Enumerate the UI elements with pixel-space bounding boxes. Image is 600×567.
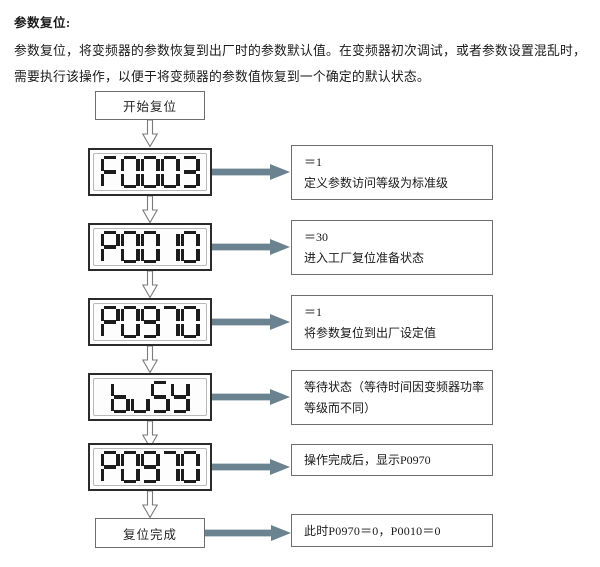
flow-node-display-3 <box>88 298 212 346</box>
document-heading: 参数复位: <box>14 16 71 30</box>
seven-segment-digit <box>140 156 160 188</box>
seven-segment-digit <box>170 381 190 413</box>
flow-note-4-text: 等待状态（等待时间因变频器功率 <box>304 380 485 394</box>
flow-node-start: 开始复位 <box>95 91 205 120</box>
seven-segment-digit <box>180 451 200 483</box>
seven-segment-digit <box>140 306 160 338</box>
flow-node-display-1 <box>88 148 212 196</box>
flow-arrow-right-1 <box>212 164 290 180</box>
seven-segment-digit <box>110 381 130 413</box>
seven-segment-digit <box>130 381 150 413</box>
seven-segment-digit <box>160 156 180 188</box>
flow-arrow-down-5 <box>142 421 158 449</box>
seven-segment-digit <box>120 156 140 188</box>
flow-node-end: 复位完成 <box>95 518 205 548</box>
lcd-screen-2 <box>93 228 207 266</box>
flow-arrow-down-1 <box>142 120 158 148</box>
flow-note-3-value: ＝1 <box>304 305 323 319</box>
document-paragraph: 参数复位，将变频器的参数恢复到出厂时的参数默认值。在变频器初次调试，或者参数设置… <box>14 44 586 84</box>
flow-note-2: ＝30 进入工厂复位准备状态 <box>291 220 493 275</box>
seven-segment-digit <box>120 306 140 338</box>
flow-note-4-text-2: 等级而不同） <box>304 401 377 415</box>
lcd-screen-1 <box>93 153 207 191</box>
seven-segment-digit <box>100 451 120 483</box>
flow-note-2-text: 进入工厂复位准备状态 <box>304 251 425 265</box>
flow-arrow-down-4 <box>142 346 158 374</box>
flow-arrow-right-4 <box>212 389 290 405</box>
flow-arrow-down-3 <box>142 271 158 299</box>
flow-note-3: ＝1 将参数复位到出厂设定值 <box>291 295 493 350</box>
seven-segment-digit <box>181 156 200 188</box>
seven-segment-digit <box>120 451 140 483</box>
flow-note-1-text: 定义参数访问等级为标准级 <box>304 176 449 190</box>
flow-note-1-value: ＝1 <box>304 155 323 169</box>
seven-segment-digit <box>180 231 200 263</box>
flow-arrow-right-5 <box>212 459 290 475</box>
lcd-screen-5 <box>93 448 207 486</box>
flow-node-display-5 <box>88 443 212 491</box>
flow-node-end-label: 复位完成 <box>122 527 177 542</box>
flow-note-end: 此时P0970＝0，P0010＝0 <box>291 514 493 547</box>
flow-note-5: 操作完成后，显示P0970 <box>291 444 493 476</box>
seven-segment-digit <box>100 231 120 263</box>
flow-note-5-text: 操作完成后，显示P0970 <box>304 453 431 467</box>
lcd-screen-3 <box>93 303 207 341</box>
flow-note-2-value: ＝30 <box>304 230 329 244</box>
seven-segment-digit <box>100 306 120 338</box>
seven-segment-digit <box>120 231 140 263</box>
seven-segment-digit <box>140 451 160 483</box>
flow-arrow-right-3 <box>212 314 290 330</box>
seven-segment-digit <box>161 231 180 263</box>
flow-node-start-label: 开始复位 <box>122 100 177 114</box>
seven-segment-digit <box>100 156 120 188</box>
lcd-screen-4 <box>93 378 207 416</box>
seven-segment-digit <box>180 306 200 338</box>
flow-note-end-text: 此时P0970＝0，P0010＝0 <box>304 523 441 538</box>
seven-segment-digit <box>150 381 170 413</box>
flow-note-1: ＝1 定义参数访问等级为标准级 <box>291 145 493 200</box>
flow-node-display-4 <box>88 373 212 421</box>
flow-arrow-down-6 <box>142 491 158 519</box>
seven-segment-digit <box>161 306 180 338</box>
flow-node-display-2 <box>88 223 212 271</box>
flow-arrow-down-2 <box>142 196 158 224</box>
seven-segment-digit <box>161 451 180 483</box>
flow-arrow-right-2 <box>212 239 290 255</box>
flow-note-4: 等待状态（等待时间因变频器功率 等级而不同） <box>291 370 493 425</box>
flow-arrow-right-6 <box>205 525 291 541</box>
flow-note-3-text: 将参数复位到出厂设定值 <box>304 326 437 340</box>
seven-segment-digit <box>140 231 160 263</box>
